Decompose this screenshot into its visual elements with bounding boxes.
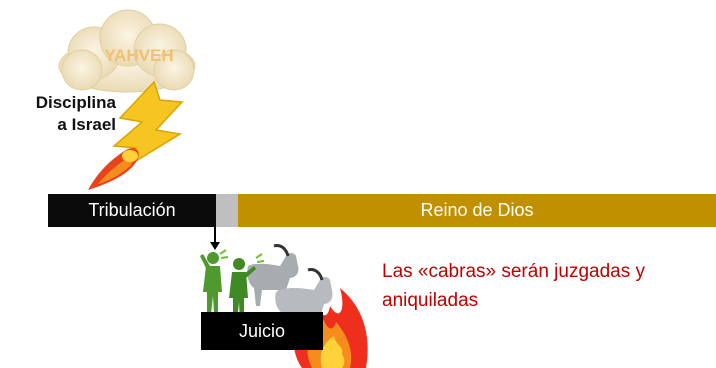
tribulation-bar: Tribulación xyxy=(48,194,216,227)
cloud-label: YAHVEH xyxy=(104,46,174,65)
judgment-box: Juicio xyxy=(201,312,323,350)
lightning-bolt-icon xyxy=(88,80,184,190)
people-pointing-icon xyxy=(200,249,265,322)
down-arrow-icon xyxy=(210,226,220,250)
tribulation-label: Tribulación xyxy=(88,200,176,220)
discipline-line-2: a Israel xyxy=(57,115,116,134)
discipline-label: Disciplina a Israel xyxy=(0,92,116,136)
kingdom-label: Reino de Dios xyxy=(420,200,534,220)
kingdom-bar: Reino de Dios xyxy=(238,194,716,227)
cloud-icon xyxy=(58,9,196,93)
judgment-label: Juicio xyxy=(238,320,286,341)
fireball-icon xyxy=(88,148,139,190)
goats-caption: Las «cabras» serán juzgadas y aniquilada… xyxy=(382,261,645,311)
timeline-gap xyxy=(216,194,238,227)
goat-icon xyxy=(247,244,299,306)
discipline-line-1: Disciplina xyxy=(35,93,116,112)
